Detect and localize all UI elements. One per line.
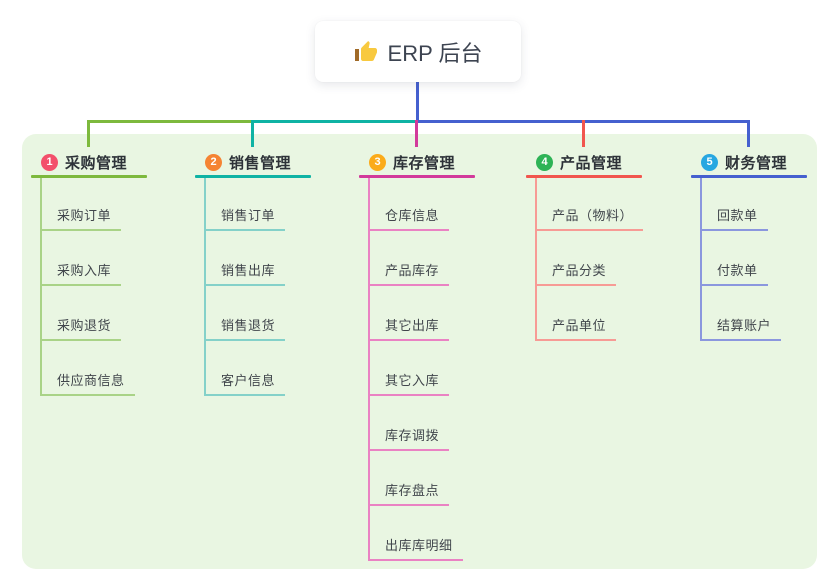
branch-underline-5 [691, 175, 807, 178]
child-node[interactable]: 产品（物料） [535, 203, 644, 231]
branch-node-label: 财务管理 [725, 154, 788, 172]
thumbs-up-icon [354, 40, 378, 64]
child-node[interactable]: 其它出库 [368, 313, 450, 341]
branch-underline-4 [526, 175, 642, 178]
branch-underline-2 [195, 175, 311, 178]
branch-node-label: 采购管理 [65, 154, 128, 172]
child-node[interactable]: 销售出库 [204, 258, 286, 286]
child-node[interactable]: 库存盘点 [368, 478, 450, 506]
branch-node-4[interactable]: 4 产品管理 [536, 152, 622, 172]
connector-drop-branch-3 [415, 120, 418, 147]
branch-number-badge: 2 [205, 153, 222, 171]
branch-number-badge: 3 [369, 153, 386, 171]
child-node[interactable]: 回款单 [700, 203, 768, 231]
child-node[interactable]: 出库库明细 [368, 533, 463, 561]
child-node[interactable]: 销售退货 [204, 313, 286, 341]
branch-underline-3 [359, 175, 475, 178]
child-node[interactable]: 产品分类 [535, 258, 617, 286]
branch-children-line-2 [204, 178, 206, 395]
branch-underline-1 [31, 175, 147, 178]
child-node[interactable]: 采购入库 [40, 258, 122, 286]
connector-rail-left-green [87, 120, 254, 123]
child-node[interactable]: 仓库信息 [368, 203, 450, 231]
branch-children-line-4 [535, 178, 537, 340]
branch-number-badge: 1 [41, 153, 58, 171]
branch-children-line-3 [368, 178, 370, 560]
branch-number-badge: 4 [536, 153, 553, 171]
child-node[interactable]: 采购订单 [40, 203, 122, 231]
branch-children-line-1 [40, 178, 42, 395]
root-node-label: ERP 后台 [387, 40, 483, 66]
connector-drop-branch-5 [747, 120, 750, 147]
connector-drop-branch-1 [87, 120, 90, 147]
connector-drop-branch-2 [251, 120, 254, 147]
branch-node-label: 销售管理 [229, 154, 292, 172]
child-node[interactable]: 采购退货 [40, 313, 122, 341]
branch-number-badge: 5 [701, 153, 718, 171]
mindmap-background-panel [22, 134, 817, 569]
child-node[interactable]: 产品库存 [368, 258, 450, 286]
connector-rail-left-teal [253, 120, 418, 123]
branch-node-label: 产品管理 [560, 154, 623, 172]
child-node[interactable]: 其它入库 [368, 368, 450, 396]
child-node[interactable]: 产品单位 [535, 313, 617, 341]
child-node[interactable]: 客户信息 [204, 368, 286, 396]
branch-node-2[interactable]: 2 销售管理 [205, 152, 291, 172]
branch-node-label: 库存管理 [393, 154, 456, 172]
branch-children-line-5 [700, 178, 702, 340]
child-node[interactable]: 销售订单 [204, 203, 286, 231]
branch-node-1[interactable]: 1 采购管理 [41, 152, 127, 172]
root-node[interactable]: ERP 后台 [315, 21, 521, 82]
child-node[interactable]: 付款单 [700, 258, 768, 286]
branch-node-3[interactable]: 3 库存管理 [369, 152, 455, 172]
connector-drop-branch-4 [582, 120, 585, 147]
child-node[interactable]: 结算账户 [700, 313, 782, 341]
child-node[interactable]: 供应商信息 [40, 368, 135, 396]
child-node[interactable]: 库存调拨 [368, 423, 450, 451]
branch-node-5[interactable]: 5 财务管理 [701, 152, 787, 172]
connector-root-stem [416, 82, 419, 123]
